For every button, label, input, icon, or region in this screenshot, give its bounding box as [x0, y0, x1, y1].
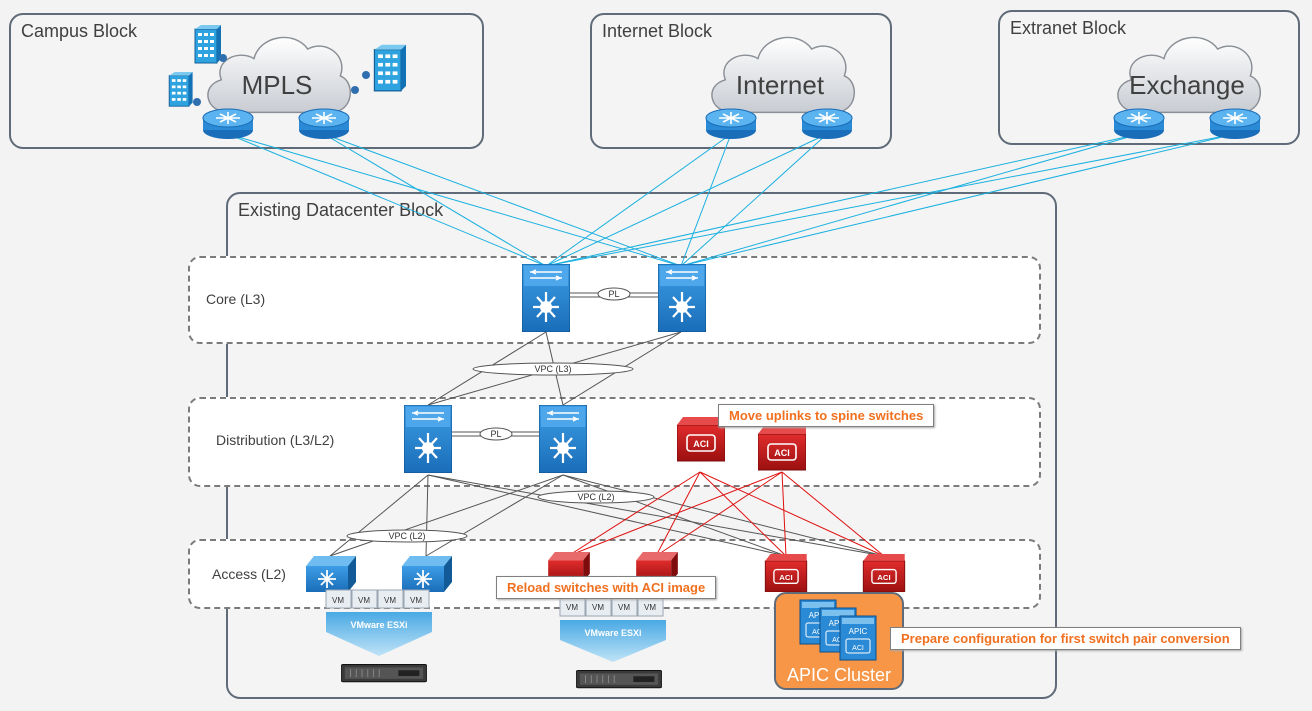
dist-pl-oval	[479, 427, 513, 441]
dist-pl-label: PL	[490, 429, 501, 439]
apic-cluster: APIC ACI APIC ACI APIC ACI APIC Cluster	[774, 592, 904, 690]
aci-spine-switch-icon	[758, 425, 806, 471]
exchange-cloud-label: Exchange	[1129, 70, 1245, 100]
wan-uplinks	[227, 133, 1236, 267]
dist-access-links	[329, 474, 885, 557]
spine-leaf-links	[567, 471, 885, 557]
vm-label: VM	[410, 596, 422, 605]
aci-label: ACI	[812, 629, 824, 636]
building-icon	[194, 25, 221, 64]
vpc-l2-access-label: VPC (L2)	[388, 531, 425, 541]
core-pl-label: PL	[608, 289, 619, 299]
router-icon	[801, 108, 853, 140]
esxi-host-icon	[560, 620, 666, 662]
esxi-label: VMware ESXi	[584, 628, 641, 638]
router-icon	[298, 108, 350, 140]
esxi-host-icon	[326, 612, 432, 656]
apic-server-icon: APIC ACI	[819, 607, 857, 653]
callout-prepare: Prepare configuration for first switch p…	[890, 627, 1241, 650]
vm-label: VM	[384, 596, 396, 605]
vpc-l2-dist-oval	[537, 490, 655, 504]
aci-label: ACI	[832, 637, 844, 644]
esxi-label: VMware ESXi	[350, 620, 407, 630]
distribution-switch-icon	[539, 405, 587, 473]
vm-label: VM	[618, 603, 630, 612]
vpc-l3-label: VPC (L3)	[534, 364, 571, 374]
router-icon	[705, 108, 757, 140]
vm-label: VM	[566, 603, 578, 612]
router-icon	[202, 108, 254, 140]
campus-block-title: Campus Block	[21, 21, 138, 41]
core-switch-icon	[658, 264, 706, 332]
access-layer-label: Access (L2)	[212, 566, 286, 582]
internet-cloud-label: Internet	[736, 70, 825, 100]
router-icon	[1209, 108, 1261, 140]
access-switch-icon	[402, 556, 452, 592]
apic-label: APIC	[809, 611, 828, 620]
vm-stack-left: VM VM VM VM VMware ESXi	[325, 589, 432, 683]
apic-servers: APIC ACI APIC ACI APIC ACI	[799, 599, 877, 661]
server-icon	[576, 670, 662, 689]
aci-label: ACI	[852, 645, 864, 652]
apic-cluster-label: APIC Cluster	[786, 665, 892, 685]
callout-move-uplinks: Move uplinks to spine switches	[718, 404, 935, 427]
apic-label: APIC	[849, 627, 868, 636]
server-icon	[341, 664, 427, 683]
core-pl-oval	[597, 287, 631, 301]
vpc-l2-dist-label: VPC (L2)	[577, 492, 614, 502]
access-switch-icon	[306, 556, 356, 592]
vpc-l2-access-oval	[346, 529, 468, 543]
router-icon	[1113, 108, 1165, 140]
callout-reload: Reload switches with ACI image	[496, 576, 717, 599]
vm-stack-center: VM VM VM VM VMware ESXi	[559, 597, 666, 689]
vm-label: VM	[358, 596, 370, 605]
building-icon	[373, 43, 406, 92]
vm-label: VM	[592, 603, 604, 612]
mpls-cloud-label: MPLS	[242, 70, 313, 100]
apic-server-icon: APIC ACI	[839, 615, 877, 661]
internet-block-title: Internet Block	[602, 21, 713, 41]
core-switch-icon	[522, 264, 570, 332]
vm-label: VM	[644, 603, 656, 612]
vm-label: VM	[332, 596, 344, 605]
distribution-switch-icon	[404, 405, 452, 473]
vpc-l3-oval	[472, 362, 634, 376]
datacenter-block-title: Existing Datacenter Block	[238, 200, 444, 220]
aci-leaf-switch-icon	[764, 554, 808, 592]
building-icon	[168, 72, 193, 107]
distribution-layer-label: Distribution (L3/L2)	[216, 432, 335, 448]
core-layer-label: Core (L3)	[206, 291, 266, 307]
aci-leaf-switch-icon	[862, 554, 906, 592]
extranet-block-title: Extranet Block	[1010, 18, 1127, 38]
apic-label: APIC	[829, 619, 848, 628]
